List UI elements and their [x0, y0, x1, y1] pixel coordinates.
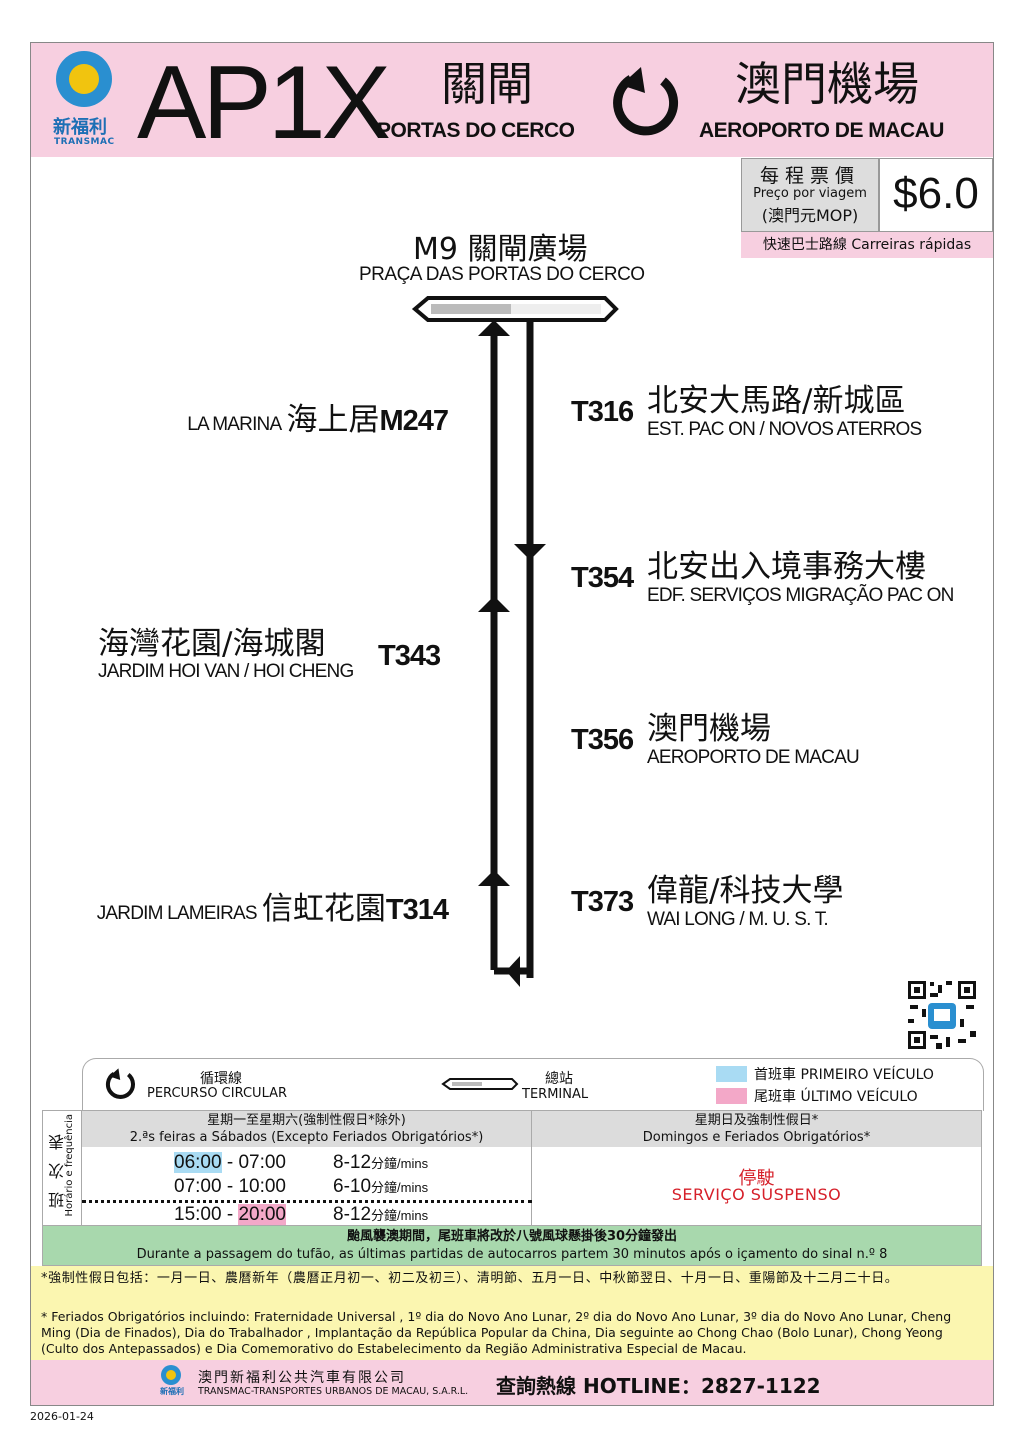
- footer-logo-icon: [161, 1365, 181, 1385]
- stop-t314: JARDIM LAMEIRAS 信虹花園T314: [96, 883, 449, 928]
- weekday-header: 星期一至星期六(強制性假日*除外) 2.ªs feiras a Sábados …: [82, 1111, 532, 1147]
- weekday-header-pt: 2.ªs feiras a Sábados (Excepto Feriados …: [129, 1130, 484, 1145]
- circular-route-icon: [613, 67, 679, 136]
- footer-logo-text: 新福利: [160, 1387, 184, 1396]
- stop-m247: LA MARINA 海上居M247: [187, 394, 449, 439]
- circular-legend-zh: 循環線: [200, 1071, 242, 1087]
- page-frame: [30, 42, 994, 1406]
- circular-legend-pt: PERCURSO CIRCULAR: [147, 1086, 288, 1101]
- typhoon-notice: 颱風襲澳期間，尾班車將改於八號風球懸掛後30分鐘發出 Durante a pas…: [42, 1226, 982, 1266]
- holiday-notes: *強制性假日包括：一月一日、農曆新年（農曆正月初一、初二及初三）、清明節、五月一…: [31, 1266, 993, 1360]
- logo-en: TRANSMAC: [54, 137, 115, 147]
- terminal-legend-zh: 總站: [545, 1071, 573, 1087]
- typhoon-pt: Durante a passagem do tufão, as últimas …: [136, 1247, 888, 1262]
- legend-box: [82, 1058, 984, 1111]
- timetable-side: 班 次 表 Horário e frequência: [42, 1110, 82, 1226]
- logo-zh: 新福利: [53, 117, 107, 138]
- stop-code: T373: [571, 886, 634, 918]
- suspended-zh: 停駛: [738, 1168, 775, 1189]
- timetable: [42, 1110, 982, 1226]
- first-vehicle-swatch: [716, 1066, 747, 1082]
- company-zh: 澳門新福利公共汽車有限公司: [198, 1370, 406, 1386]
- sunday-header-pt: Domingos e Feriados Obrigatórios*: [642, 1130, 871, 1145]
- stop-pt: JARDIM HOI VAN / HOI CHENG: [98, 661, 354, 682]
- fare-label-zh: 每程票價: [759, 165, 860, 187]
- header-banner: 新福利 TRANSMAC AP1X 關閘 PORTAS DO CERCO 澳門機…: [31, 43, 993, 157]
- stop-zh: 澳門機場: [647, 711, 771, 747]
- print-date: 2026-01-24: [30, 1410, 94, 1423]
- sunday-header-zh: 星期日及強制性假日*: [694, 1113, 819, 1128]
- footer-banner: 新福利 澳門新福利公共汽車有限公司 TRANSMAC-TRANSPORTES U…: [31, 1360, 993, 1405]
- hotline[interactable]: 查詢熱線 HOTLINE：2827-1122: [496, 1370, 821, 1399]
- route-number: AP1X: [137, 45, 391, 161]
- typhoon-zh: 颱風襲澳期間，尾班車將改於八號風球懸掛後30分鐘發出: [346, 1229, 678, 1244]
- first-bus-time: 06:00: [174, 1152, 222, 1173]
- terminal-name-zh: M9 關閘廣場: [413, 232, 588, 267]
- stop-code: T356: [571, 724, 634, 756]
- last-bus-time: 20:00: [238, 1204, 286, 1225]
- stop-pt: LA MARINA: [187, 414, 282, 435]
- stop-code: T354: [571, 562, 634, 594]
- stop-code: T314: [385, 894, 449, 926]
- fare-label-box: 每程票價 Preço por viagem (澳門元MOP): [741, 158, 879, 232]
- stop-pt: JARDIM LAMEIRAS: [96, 903, 258, 924]
- origin-pt: PORTAS DO CERCO: [377, 119, 575, 142]
- stop-zh: 北安出入境事務大樓: [647, 549, 926, 585]
- timetable-freq: 8-12分鐘/mins: [333, 1204, 429, 1225]
- stop-zh: 海灣花園/海城閣: [98, 626, 326, 662]
- stop-zh: 信虹花園: [261, 891, 386, 927]
- hotline-number[interactable]: 2827-1122: [700, 1374, 821, 1398]
- timetable-freq: 8-12分鐘/mins: [333, 1152, 429, 1173]
- fare-label-pt: Preço por viagem: [753, 186, 867, 201]
- stop-pt: AEROPORTO DE MACAU: [647, 747, 860, 768]
- express-route-label: 快速巴士路線 Carreiras rápidas: [741, 232, 993, 258]
- timetable-row: 07:00 - 10:00: [174, 1176, 286, 1197]
- terminal-legend-icon: [441, 1078, 519, 1090]
- origin-zh: 關閘: [441, 57, 533, 111]
- terminal-name-pt: PRAÇA DAS PORTAS DO CERCO: [359, 264, 645, 285]
- hotline-label: 查詢熱線 HOTLINE：: [496, 1374, 701, 1398]
- timetable-side-pt: Horário e frequência: [64, 1114, 75, 1217]
- stop-pt: EDF. SERVIÇOS MIGRAÇÃO PAC ON: [647, 585, 954, 606]
- timetable-freq: 6-10分鐘/mins: [333, 1176, 429, 1197]
- stop-code-t343: T343: [378, 640, 441, 672]
- destination-pt: AEROPORTO DE MACAU: [699, 119, 944, 142]
- stop-t343: 海灣花園/海城閣 JARDIM HOI VAN / HOI CHENG: [98, 626, 354, 682]
- timetable-row: 15:00 - 20:00: [174, 1204, 286, 1225]
- transmac-logo-icon: [56, 51, 112, 107]
- last-vehicle-swatch: [716, 1088, 747, 1104]
- sunday-header: 星期日及強制性假日* Domingos e Feriados Obrigatór…: [532, 1111, 981, 1147]
- last-vehicle-label: 尾班車 ÚLTIMO VEÍCULO: [754, 1089, 918, 1105]
- route-diagram: [411, 296, 619, 987]
- suspended-pt: SERVIÇO SUSPENSO: [671, 1185, 842, 1204]
- notes-zh: *強制性假日包括：一月一日、農曆新年（農曆正月初一、初二及初三）、清明節、五月一…: [41, 1271, 899, 1286]
- first-vehicle-label: 首班車 PRIMEIRO VEÍCULO: [754, 1067, 934, 1083]
- stop-code: M247: [379, 405, 449, 437]
- circular-legend-icon: [105, 1068, 135, 1099]
- weekday-header-zh: 星期一至星期六(強制性假日*除外): [207, 1113, 406, 1128]
- express-pt: Carreiras rápidas: [851, 237, 972, 253]
- stop-code: T316: [571, 396, 634, 428]
- qr-code-icon[interactable]: [906, 979, 978, 1051]
- fare-currency: (澳門元MOP): [761, 206, 859, 225]
- dotted-divider: [82, 1200, 532, 1203]
- stop-pt: WAI LONG / M. U. S. T.: [647, 909, 829, 930]
- stop-pt: EST. PAC ON / NOVOS ATERROS: [647, 419, 922, 440]
- stop-zh: 偉龍/科技大學: [647, 873, 844, 909]
- fare-price-box: $6.0: [879, 158, 993, 232]
- stop-zh: 海上居: [286, 402, 380, 438]
- company-pt: TRANSMAC-TRANSPORTES URBANOS DE MACAU, S…: [198, 1386, 469, 1397]
- express-zh: 快速巴士路線: [762, 237, 847, 253]
- fare-price: $6.0: [893, 169, 979, 218]
- stop-zh: 北安大馬路/新城區: [647, 383, 906, 419]
- notes-pt: * Feriados Obrigatórios incluindo: Frate…: [41, 1309, 952, 1356]
- timetable-divider: [531, 1147, 532, 1226]
- destination-zh: 澳門機場: [735, 57, 919, 111]
- terminal-legend-pt: TERMINAL: [522, 1087, 589, 1102]
- timetable-row: 06:00 - 07:00: [174, 1152, 286, 1173]
